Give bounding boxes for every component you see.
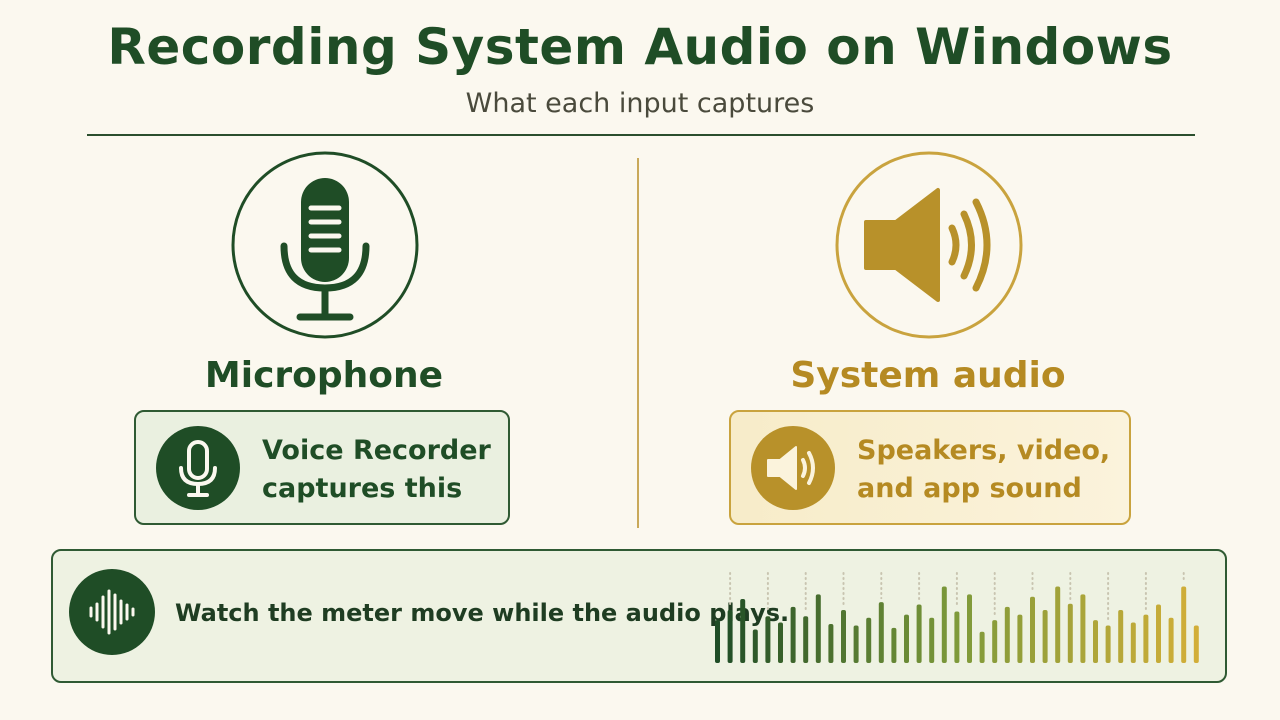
- microphone-icon: [231, 151, 419, 339]
- meter-bar: [715, 620, 720, 663]
- header-divider: [87, 134, 1195, 136]
- meter-bar: [727, 609, 733, 663]
- meter-bar: [1105, 625, 1111, 663]
- meter-bar: [1130, 622, 1136, 663]
- microphone-label: Microphone: [204, 355, 444, 396]
- meter-bar: [853, 625, 859, 663]
- meter-bar: [1168, 617, 1174, 663]
- meter-bar: [941, 586, 947, 663]
- meter-bar: [878, 602, 884, 663]
- meter-bar: [954, 611, 960, 663]
- page-title: Recording System Audio on Windows: [107, 18, 1173, 76]
- waveform-icon: [69, 569, 155, 655]
- microphone-card-line1: Voice Recorder: [262, 435, 491, 466]
- meter-bar: [967, 594, 972, 663]
- column-divider: [637, 158, 639, 528]
- system-audio-card-text: Speakers, video, and app sound: [857, 432, 1110, 508]
- audio-level-meter: [715, 572, 1199, 663]
- meter-bar: [1093, 620, 1098, 663]
- system-audio-card-line1: Speakers, video,: [857, 435, 1111, 466]
- meter-bar: [790, 606, 796, 663]
- meter-bar: [1080, 594, 1086, 663]
- meter-bar: [1030, 596, 1035, 663]
- meter-bar: [815, 594, 821, 663]
- meter-bar: [992, 620, 998, 663]
- meter-bar: [778, 622, 783, 663]
- meter-bar: [1042, 609, 1048, 663]
- speaker-icon: [835, 151, 1023, 339]
- speaker-icon: [751, 426, 835, 510]
- meter-bar: [752, 629, 758, 663]
- meter-bar: [904, 614, 909, 663]
- meter-bar: [1143, 614, 1149, 663]
- meter-bar: [1067, 603, 1073, 663]
- meter-bar: [803, 616, 809, 663]
- meter-bar: [1017, 614, 1023, 663]
- meter-bar: [916, 604, 922, 663]
- system-audio-card: Speakers, video, and app sound: [729, 410, 1131, 525]
- meter-bar: [765, 616, 771, 663]
- meter-bar: [891, 627, 897, 663]
- meter-bar: [866, 617, 872, 663]
- meter-bar: [1055, 586, 1061, 663]
- meter-bar: [1181, 586, 1187, 663]
- microphone-card: Voice Recorder captures this: [134, 410, 510, 525]
- meter-bar: [929, 617, 935, 663]
- page-subtitle: What each input captures: [465, 88, 815, 119]
- microphone-card-line2: captures this: [262, 473, 463, 504]
- meter-bar: [1004, 606, 1010, 663]
- meter-bar: [740, 599, 746, 663]
- meter-bar: [1118, 609, 1124, 663]
- meter-bar: [1193, 625, 1199, 663]
- meter-bar: [841, 609, 846, 663]
- meter-bar: [1156, 604, 1161, 663]
- meter-instruction: Watch the meter move while the audio pla…: [175, 599, 790, 627]
- microphone-icon: [156, 426, 240, 510]
- meter-bar: [979, 631, 985, 663]
- system-audio-label: System audio: [790, 355, 1066, 396]
- system-audio-card-line2: and app sound: [857, 473, 1082, 504]
- meter-panel: Watch the meter move while the audio pla…: [51, 549, 1227, 683]
- meter-bar: [828, 624, 834, 663]
- microphone-card-text: Voice Recorder captures this: [262, 432, 491, 508]
